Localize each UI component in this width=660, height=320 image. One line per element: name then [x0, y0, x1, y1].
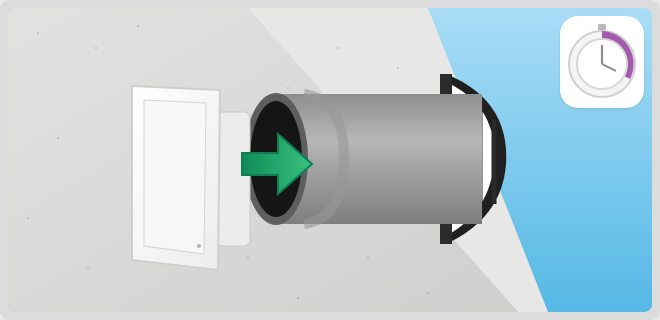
ventilation-illustration [8, 8, 652, 312]
timer-badge [560, 16, 644, 108]
stopwatch-icon [560, 16, 644, 108]
interior-grille [132, 86, 220, 270]
illustration-svg [8, 8, 652, 312]
